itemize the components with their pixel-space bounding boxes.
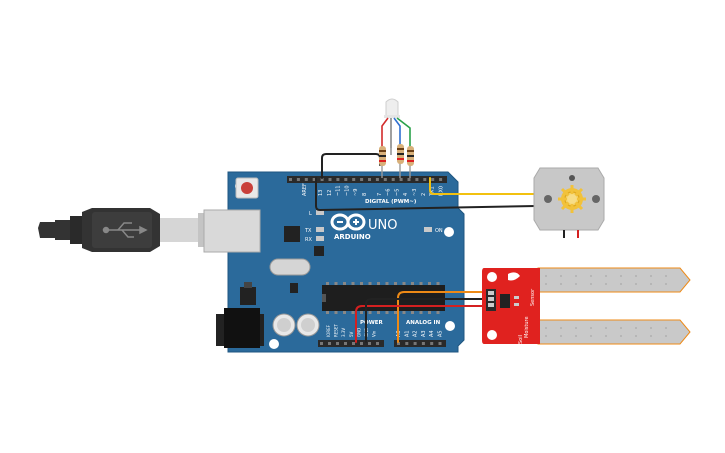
arduino-logo xyxy=(330,213,366,231)
digital-header xyxy=(287,176,447,183)
resistor xyxy=(379,146,386,178)
power-pin-label: RESET xyxy=(334,324,339,337)
digital-pin-label: 13 xyxy=(318,190,324,196)
digital-pin-label: 12 xyxy=(327,190,333,196)
gear-icon xyxy=(558,185,586,213)
analog-pin-label: A2 xyxy=(413,330,419,337)
analog-pin-label: A3 xyxy=(421,330,427,337)
led-rx-label: RX xyxy=(305,237,312,243)
usb-cable xyxy=(38,208,208,252)
capacitor xyxy=(296,313,320,337)
power-header-label: POWER xyxy=(360,320,384,326)
wire-yellow-motor xyxy=(429,177,537,195)
digital-pin-label: 2 xyxy=(421,193,427,196)
digital-pin-label: 7 xyxy=(377,193,383,196)
soil-moisture-sensor: Soil Moisture Sensor xyxy=(482,267,691,345)
resistor xyxy=(397,144,404,178)
power-jack xyxy=(216,308,264,348)
smd-component xyxy=(314,246,324,256)
capacitor xyxy=(272,313,296,337)
led-tx-indicator xyxy=(316,227,324,232)
led-l-label: L xyxy=(309,211,312,217)
digital-pin-label: TX1 xyxy=(430,186,436,197)
analog-pin-label: A4 xyxy=(429,330,435,337)
digital-header-label: DIGITAL (PWM~) xyxy=(365,199,417,205)
mounting-hole xyxy=(444,227,454,237)
power-pin-label: 3.3V xyxy=(341,328,346,337)
mounting-hole xyxy=(445,321,455,331)
digital-pin-label: ~5 xyxy=(394,189,400,196)
aref-label: AREF xyxy=(302,183,308,196)
power-header xyxy=(318,340,384,347)
digital-header-pins xyxy=(289,178,443,181)
mounting-hole xyxy=(269,339,279,349)
led-l-indicator xyxy=(316,210,324,215)
rgb-led xyxy=(381,98,411,148)
wire-red-5v xyxy=(355,305,489,343)
analog-header-label: ANALOG IN xyxy=(406,320,441,326)
smd-component xyxy=(290,283,298,293)
wires xyxy=(315,153,537,343)
usb-chip xyxy=(284,226,300,242)
power-pin-label: IOREF xyxy=(326,324,331,337)
brand-label: ARDUINO xyxy=(334,233,371,241)
wire-black-motor-return xyxy=(315,177,537,211)
digital-pin-label: ~6 xyxy=(386,189,392,196)
voltage-regulator xyxy=(240,282,256,305)
analog-header xyxy=(394,340,446,347)
led-tx-label: TX xyxy=(304,228,312,234)
wire-orange-a0 xyxy=(397,291,489,343)
led-rx-indicator xyxy=(316,236,324,241)
analog-pin-label: A1 xyxy=(404,330,410,337)
digital-pin-label: ~10 xyxy=(344,185,350,196)
model-label: UNO xyxy=(368,218,397,233)
analog-pin-label: A5 xyxy=(438,330,444,337)
sensor-label-line1: Soil xyxy=(518,335,524,344)
digital-pin-label: RX0 xyxy=(438,186,444,196)
digital-pin-label: ~11 xyxy=(336,185,342,196)
sensor-label-line3: Sensor xyxy=(530,288,536,306)
bottom-header-pins xyxy=(320,342,442,345)
digital-pin-label: ~9 xyxy=(353,189,359,196)
crystal-oscillator xyxy=(269,258,311,276)
usb-b-port xyxy=(203,209,261,253)
sensor-chip xyxy=(500,294,510,308)
dc-motor xyxy=(533,167,605,238)
power-pin-label: 5V xyxy=(349,331,354,337)
digital-pin-label: 8 xyxy=(362,193,368,196)
usb-symbol-icon xyxy=(102,222,148,238)
digital-pin-label: 4 xyxy=(403,193,409,196)
digital-pin-label: ~3 xyxy=(412,189,418,196)
sensor-leaf-icon xyxy=(508,272,520,281)
reset-button[interactable] xyxy=(235,177,259,199)
led-on-indicator xyxy=(424,227,432,232)
power-pin-label: Vin xyxy=(372,330,377,337)
resistor xyxy=(407,146,414,178)
led-on-label: ON xyxy=(435,228,443,234)
power-pin-label: GND xyxy=(356,328,361,337)
wire-black-gnd-sensor xyxy=(365,298,489,343)
sensor-label-line2: Moisture xyxy=(524,316,530,338)
sensor-pin-header xyxy=(486,289,496,311)
